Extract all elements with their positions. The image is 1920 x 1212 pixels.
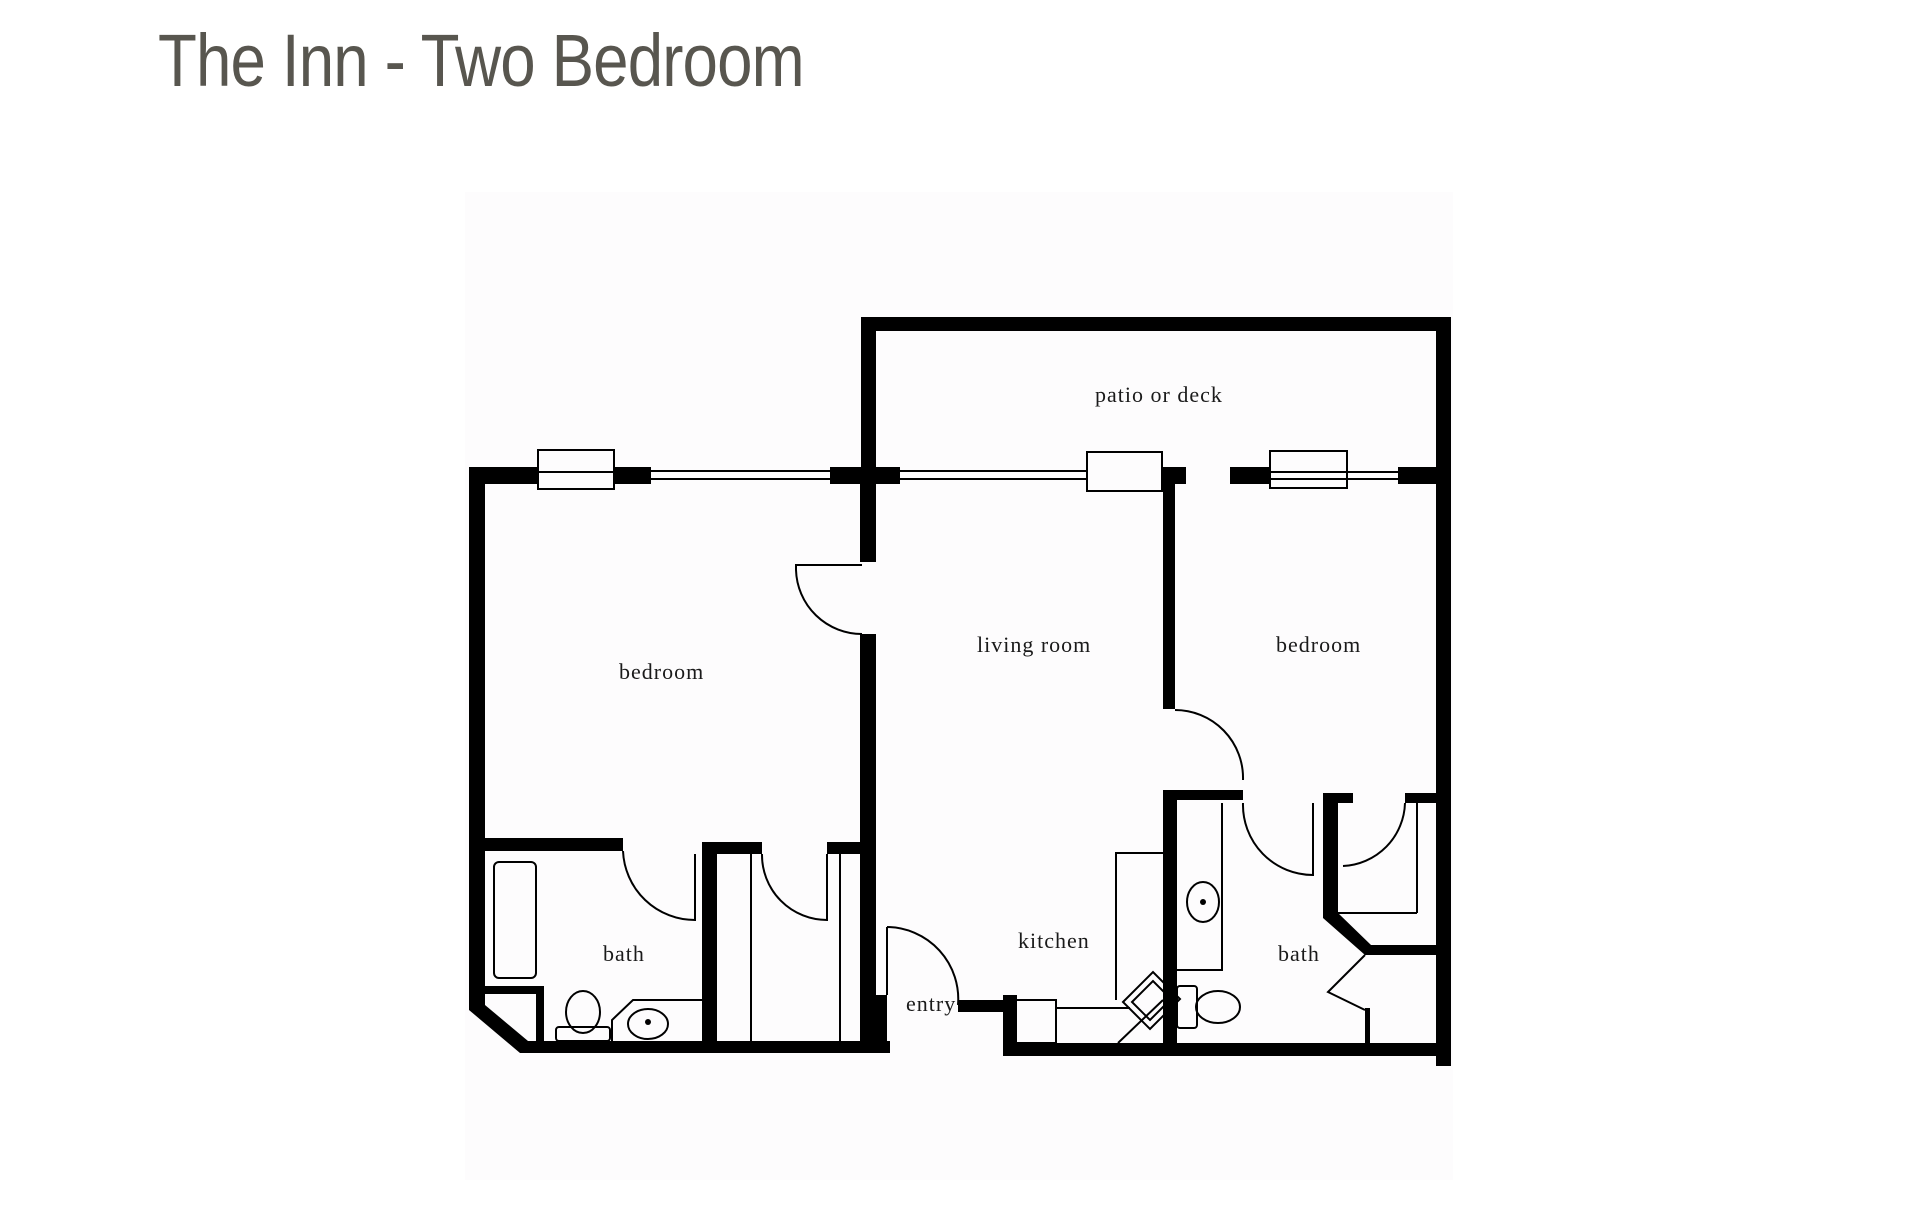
fixture-dots — [645, 899, 1206, 1025]
label-kitchen: kitchen — [1018, 928, 1090, 953]
fixtures — [493, 449, 1418, 1044]
floor-plan-image — [465, 192, 1453, 1180]
label-patio: patio or deck — [1095, 382, 1223, 407]
label-entry: entry — [906, 991, 956, 1016]
label-bath-right: bath — [1278, 941, 1320, 966]
label-bath-left: bath — [603, 941, 645, 966]
label-bedroom-right: bedroom — [1276, 632, 1361, 657]
label-bedroom-left: bedroom — [619, 659, 704, 684]
page-title: The Inn - Two Bedroom — [158, 19, 805, 102]
label-living-room: living room — [977, 632, 1091, 657]
walls — [469, 317, 1451, 1066]
